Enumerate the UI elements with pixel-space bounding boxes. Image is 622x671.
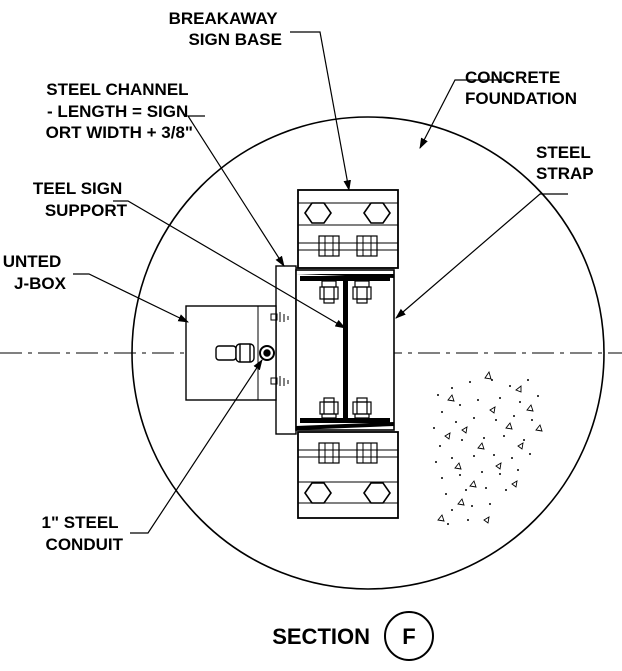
label-mounted-jbox: UNTED J-BOX: [3, 252, 67, 293]
hex-nut: [304, 202, 332, 224]
label-breakaway-sign-base: BREAKAWAY SIGN BASE: [169, 9, 282, 49]
leader-lines: [73, 31, 568, 534]
hex-nut: [304, 482, 332, 504]
support-bolts: [319, 280, 372, 419]
section-marker-circle: [384, 611, 434, 661]
leader-steel-strap: [395, 193, 568, 319]
label-steel-conduit: 1" STEEL CONDUIT: [42, 513, 124, 554]
section-letter: F: [402, 624, 415, 649]
hex-nut: [363, 482, 391, 504]
label-concrete-foundation: CONCRETE FOUNDATION: [465, 68, 577, 108]
label-steel-strap: STEEL STRAP: [536, 143, 595, 183]
upper-breakaway-base: [297, 189, 399, 269]
leader-steel-sign-support: [113, 200, 346, 329]
steel-sign-support: [300, 276, 390, 423]
leader-steel-channel: [186, 115, 285, 267]
leader-steel-conduit: [130, 359, 263, 534]
leader-concrete-foundation: [419, 79, 512, 149]
leader-mounted-jbox: [73, 273, 189, 323]
leader-breakaway-sign-base: [290, 31, 351, 192]
steel-channel: [275, 265, 297, 435]
concrete-aggregate-triangles: [437, 370, 543, 524]
concrete-aggregate: [433, 379, 539, 525]
steel-conduit-fitting: [215, 343, 275, 363]
label-steel-channel: STEEL CHANNEL - LENGTH = SIGN ORT WIDTH …: [46, 80, 193, 142]
hex-nut: [363, 202, 391, 224]
section-title: SECTION: [272, 624, 370, 649]
label-steel-sign-support: TEEL SIGN SUPPORT: [33, 179, 128, 220]
lower-breakaway-base: [297, 431, 399, 519]
